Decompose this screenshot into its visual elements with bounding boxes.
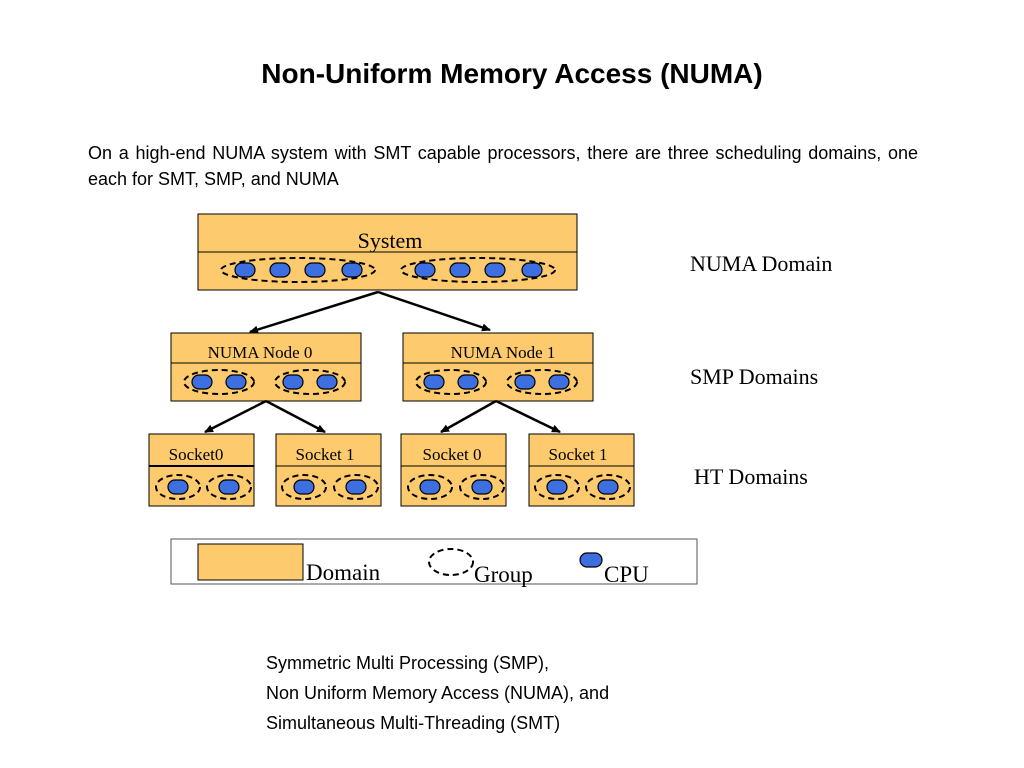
intro-paragraph: On a high-end NUMA system with SMT capab… — [88, 143, 918, 189]
arrow-node0-socket1 — [265, 399, 326, 434]
cpu — [234, 262, 256, 278]
socket-0-node-1: Socket 0 — [400, 433, 507, 507]
system-label: System — [358, 228, 423, 253]
arrow-system-node1 — [377, 290, 491, 332]
group — [407, 474, 453, 500]
group — [585, 474, 631, 500]
cpu — [269, 262, 291, 278]
cpu — [423, 374, 445, 390]
numa-node-0: NUMA Node 0 — [170, 332, 362, 402]
group — [183, 369, 255, 395]
numa-node-1-label: NUMA Node 1 — [451, 343, 556, 362]
legend-cpu-swatch — [579, 552, 603, 568]
group — [333, 474, 379, 500]
group — [506, 369, 578, 395]
cpu — [282, 374, 304, 390]
legend-domain-swatch — [197, 543, 304, 581]
cpu — [548, 374, 570, 390]
ht-domains-label: HT Domains — [694, 464, 808, 489]
system-group-0 — [220, 257, 376, 283]
socket-1-node-0: Socket 1 — [275, 433, 382, 507]
socket-label: Socket 0 — [422, 445, 481, 464]
group — [155, 474, 201, 500]
cpu — [341, 262, 363, 278]
legend-domain-label: Domain — [306, 560, 381, 585]
socket-label: Socket 1 — [548, 445, 607, 464]
group — [534, 474, 580, 500]
arrow-node0-socket0 — [204, 399, 267, 434]
legend-cpu-label: CPU — [604, 562, 649, 587]
cpu — [521, 262, 543, 278]
cpu — [419, 479, 441, 495]
footer-line-smp: Symmetric Multi Processing (SMP), — [266, 653, 550, 673]
cpu — [304, 262, 326, 278]
footer-line-numa: Non Uniform Memory Access (NUMA), and — [266, 683, 610, 703]
arrow-system-node0 — [249, 290, 379, 334]
cpu — [167, 479, 189, 495]
group — [206, 474, 252, 500]
cpu — [449, 262, 471, 278]
socket-1-node-1: Socket 1 — [528, 433, 635, 507]
socket-0-node-0: Socket0 — [148, 433, 255, 507]
numa-node-1: NUMA Node 1 — [402, 332, 594, 402]
system-cpus — [234, 262, 543, 278]
numa-node-0-label: NUMA Node 0 — [208, 343, 313, 362]
arrow-node1-socket0 — [440, 399, 497, 434]
group — [281, 474, 327, 500]
socket-label: Socket0 — [169, 445, 224, 464]
cpu — [218, 479, 240, 495]
system-group-1 — [400, 257, 556, 283]
group — [274, 369, 346, 395]
legend-group-swatch — [428, 548, 474, 576]
arrow-node1-socket1 — [495, 399, 561, 434]
page-title: Non-Uniform Memory Access (NUMA) — [261, 58, 763, 89]
cpu — [597, 479, 619, 495]
system-domain: System — [197, 213, 578, 291]
cpu — [316, 374, 338, 390]
cpu — [293, 479, 315, 495]
group — [415, 369, 487, 395]
numa-domain-label: NUMA Domain — [690, 251, 832, 276]
cpu — [471, 479, 493, 495]
cpu — [414, 262, 436, 278]
footer-notes: Symmetric Multi Processing (SMP), Non Un… — [266, 648, 609, 738]
footer-line-smt: Simultaneous Multi-Threading (SMT) — [266, 713, 561, 733]
cpu — [484, 262, 506, 278]
socket-label: Socket 1 — [295, 445, 354, 464]
smp-domains-label: SMP Domains — [690, 364, 818, 389]
cpu — [457, 374, 479, 390]
cpu — [191, 374, 213, 390]
group — [459, 474, 505, 500]
cpu — [514, 374, 536, 390]
cpu — [345, 479, 367, 495]
cpu — [225, 374, 247, 390]
legend-group-label: Group — [474, 562, 533, 587]
cpu — [546, 479, 568, 495]
legend: Domain Group CPU — [170, 538, 698, 587]
